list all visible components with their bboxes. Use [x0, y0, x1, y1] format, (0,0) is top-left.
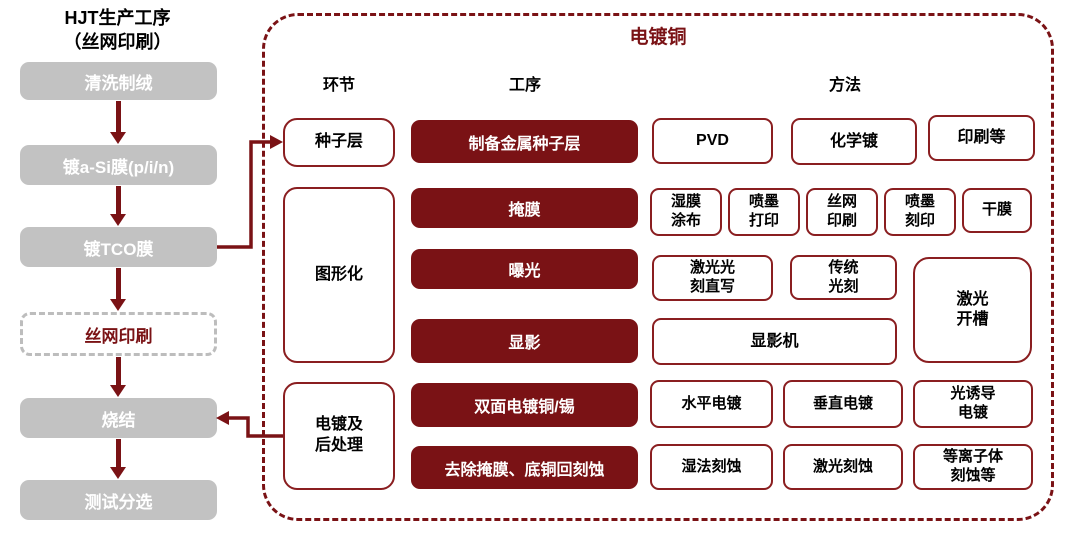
arrow-down-icon — [110, 186, 126, 226]
stage-box-patterning: 图形化 — [283, 187, 395, 363]
method-box-printing-etc: 印刷等 — [928, 115, 1035, 161]
method-box-developer-machine: 显影机 — [652, 318, 897, 365]
method-box-wet-etching: 湿法刻蚀 — [650, 444, 773, 490]
method-box-screen-printing: 丝网 印刷 — [806, 188, 878, 236]
method-box-pvd: PVD — [652, 118, 773, 164]
method-box-vertical-plating: 垂直电镀 — [783, 380, 903, 428]
method-box-chemical-plating: 化学镀 — [791, 118, 917, 165]
flow-step-tco-deposition: 镀TCO膜 — [20, 227, 217, 267]
process-box-seed-layer-prep: 制备金属种子层 — [411, 120, 638, 163]
flow-step-testing-sorting: 测试分选 — [20, 480, 217, 520]
column-header-process: 工序 — [508, 77, 541, 94]
arrow-down-icon — [110, 357, 126, 397]
method-box-inkjet-printing: 喷墨 打印 — [728, 188, 800, 236]
method-box-dry-film: 干膜 — [962, 188, 1032, 233]
method-box-laser-etching: 激光刻蚀 — [783, 444, 903, 490]
flow-step-cleaning-texturing: 清洗制绒 — [20, 62, 217, 100]
electroplating-panel-border — [262, 13, 1054, 521]
page-title: HJT生产工序 （丝网印刷） — [10, 6, 225, 55]
stage-box-plating-post: 电镀及 后处理 — [283, 382, 395, 490]
flow-step-a-si-deposition: 镀a-Si膜(p/i/n) — [20, 145, 217, 185]
process-box-developing: 显影 — [411, 319, 638, 363]
method-box-laser-direct-write: 激光光 刻直写 — [652, 255, 773, 301]
method-box-light-induced-plating: 光诱导 电镀 — [913, 380, 1033, 428]
panel-title: 电镀铜 — [629, 27, 687, 48]
arrow-down-icon — [110, 439, 126, 479]
column-header-method: 方法 — [828, 77, 861, 94]
method-box-horizontal-plating: 水平电镀 — [650, 380, 773, 428]
arrow-down-icon — [110, 101, 126, 144]
process-box-exposure: 曝光 — [411, 249, 638, 289]
method-box-wet-film-coating: 湿膜 涂布 — [650, 188, 722, 236]
process-box-mask-removal-etchback: 去除掩膜、底铜回刻蚀 — [411, 446, 638, 489]
column-header-stage: 环节 — [322, 77, 355, 94]
method-box-laser-grooving: 激光 开槽 — [913, 257, 1032, 363]
page-title-line2: （丝网印刷） — [63, 32, 172, 53]
arrow-down-icon — [110, 268, 126, 311]
method-box-traditional-litho: 传统 光刻 — [790, 255, 897, 300]
process-box-double-side-plating: 双面电镀铜/锡 — [411, 383, 638, 427]
flow-step-screen-printing: 丝网印刷 — [20, 312, 217, 356]
flow-step-sintering: 烧结 — [20, 398, 217, 438]
stage-box-seed-layer: 种子层 — [283, 118, 395, 167]
process-box-masking: 掩膜 — [411, 188, 638, 228]
page-title-line1: HJT生产工序 — [64, 8, 171, 28]
method-box-inkjet-etch-print: 喷墨 刻印 — [884, 188, 956, 236]
method-box-plasma-etching: 等离子体 刻蚀等 — [913, 444, 1033, 490]
